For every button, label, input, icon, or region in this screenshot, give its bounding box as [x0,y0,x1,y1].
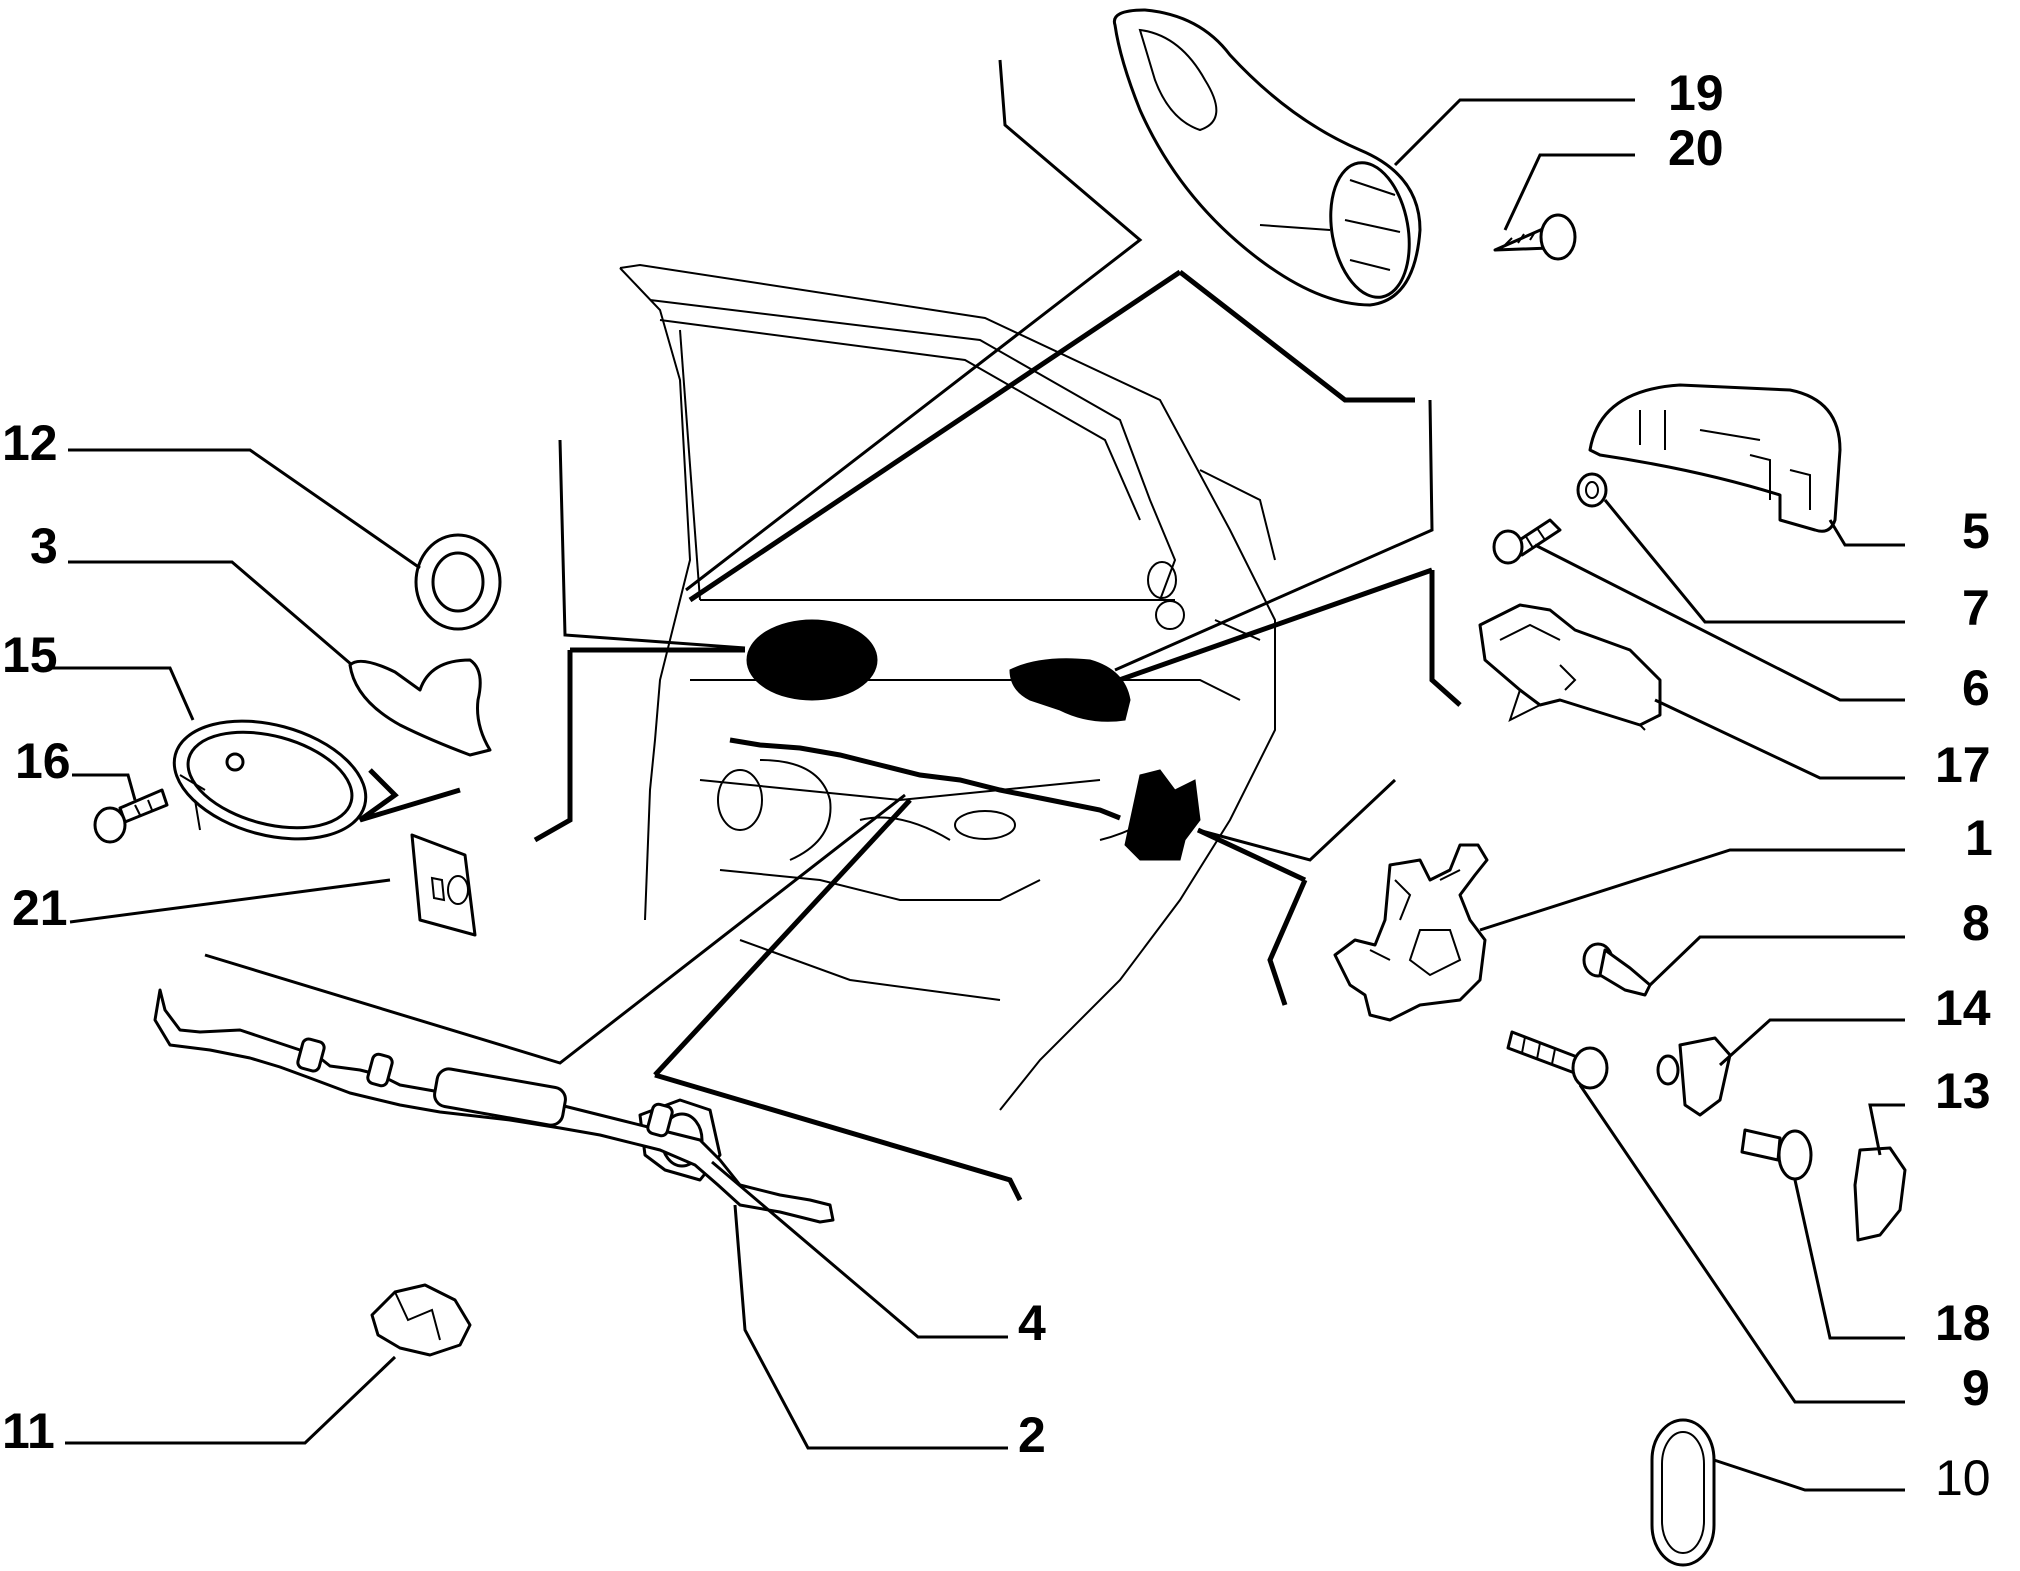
label-7: 7 [1962,580,1990,636]
handle-recess-installed [746,619,878,701]
label-12: 12 [2,415,58,471]
label-20: 20 [1668,120,1724,176]
part-11-clip [370,1283,472,1357]
label-3: 3 [30,518,58,574]
part-16-screw [93,788,169,844]
leader-lines [204,59,1462,1202]
part-6-bolt [1492,518,1562,565]
label-5: 5 [1962,503,1990,559]
label-1: 1 [1965,810,1993,866]
part-17-bracket [1478,603,1662,731]
label-13: 13 [1935,1063,1991,1119]
part-14-striker-plate [1656,1036,1732,1117]
part-12-grommet [414,533,502,631]
part-20-screw [1493,213,1577,261]
door-frame [619,263,1276,1111]
part-7-washer [1576,472,1608,508]
label-11: 11 [2,1403,55,1459]
part-19-interior-handle [1112,8,1422,307]
label-17: 17 [1935,737,1991,793]
part-3-handle-cover [348,658,492,757]
label-15: 15 [2,627,58,683]
rod-installed [729,737,1121,821]
part-2-rod [153,988,835,1224]
outer-handle-installed [1009,658,1131,722]
part-8-bolt [1582,942,1652,997]
part-10-seal [1650,1418,1716,1567]
label-18: 18 [1935,1295,1991,1351]
label-4: 4 [1018,1295,1046,1351]
label-10: 10 [1935,1450,1991,1506]
part-9-bolt [1506,1030,1609,1090]
label-6: 6 [1962,660,1990,716]
part-18-screw [1740,1128,1813,1181]
label-leaders [50,98,1905,1492]
label-14: 14 [1935,980,1991,1036]
label-8: 8 [1962,895,1990,951]
label-9: 9 [1962,1360,1990,1416]
part-15-bezel [172,719,368,841]
label-2: 2 [1018,1407,1046,1463]
part-labels: 19 20 12 3 15 16 21 5 7 6 17 1 8 14 13 1… [2,65,1993,1506]
part-5-handle-cover [1588,383,1842,533]
part-1-lock [1333,843,1489,1022]
part-13-plate [1853,1146,1907,1242]
installed-parts [729,619,1201,861]
lock-installed [1124,769,1201,861]
part-21-switch [410,833,477,937]
label-19: 19 [1668,65,1724,121]
label-21: 21 [12,880,68,936]
label-16: 16 [15,733,71,789]
